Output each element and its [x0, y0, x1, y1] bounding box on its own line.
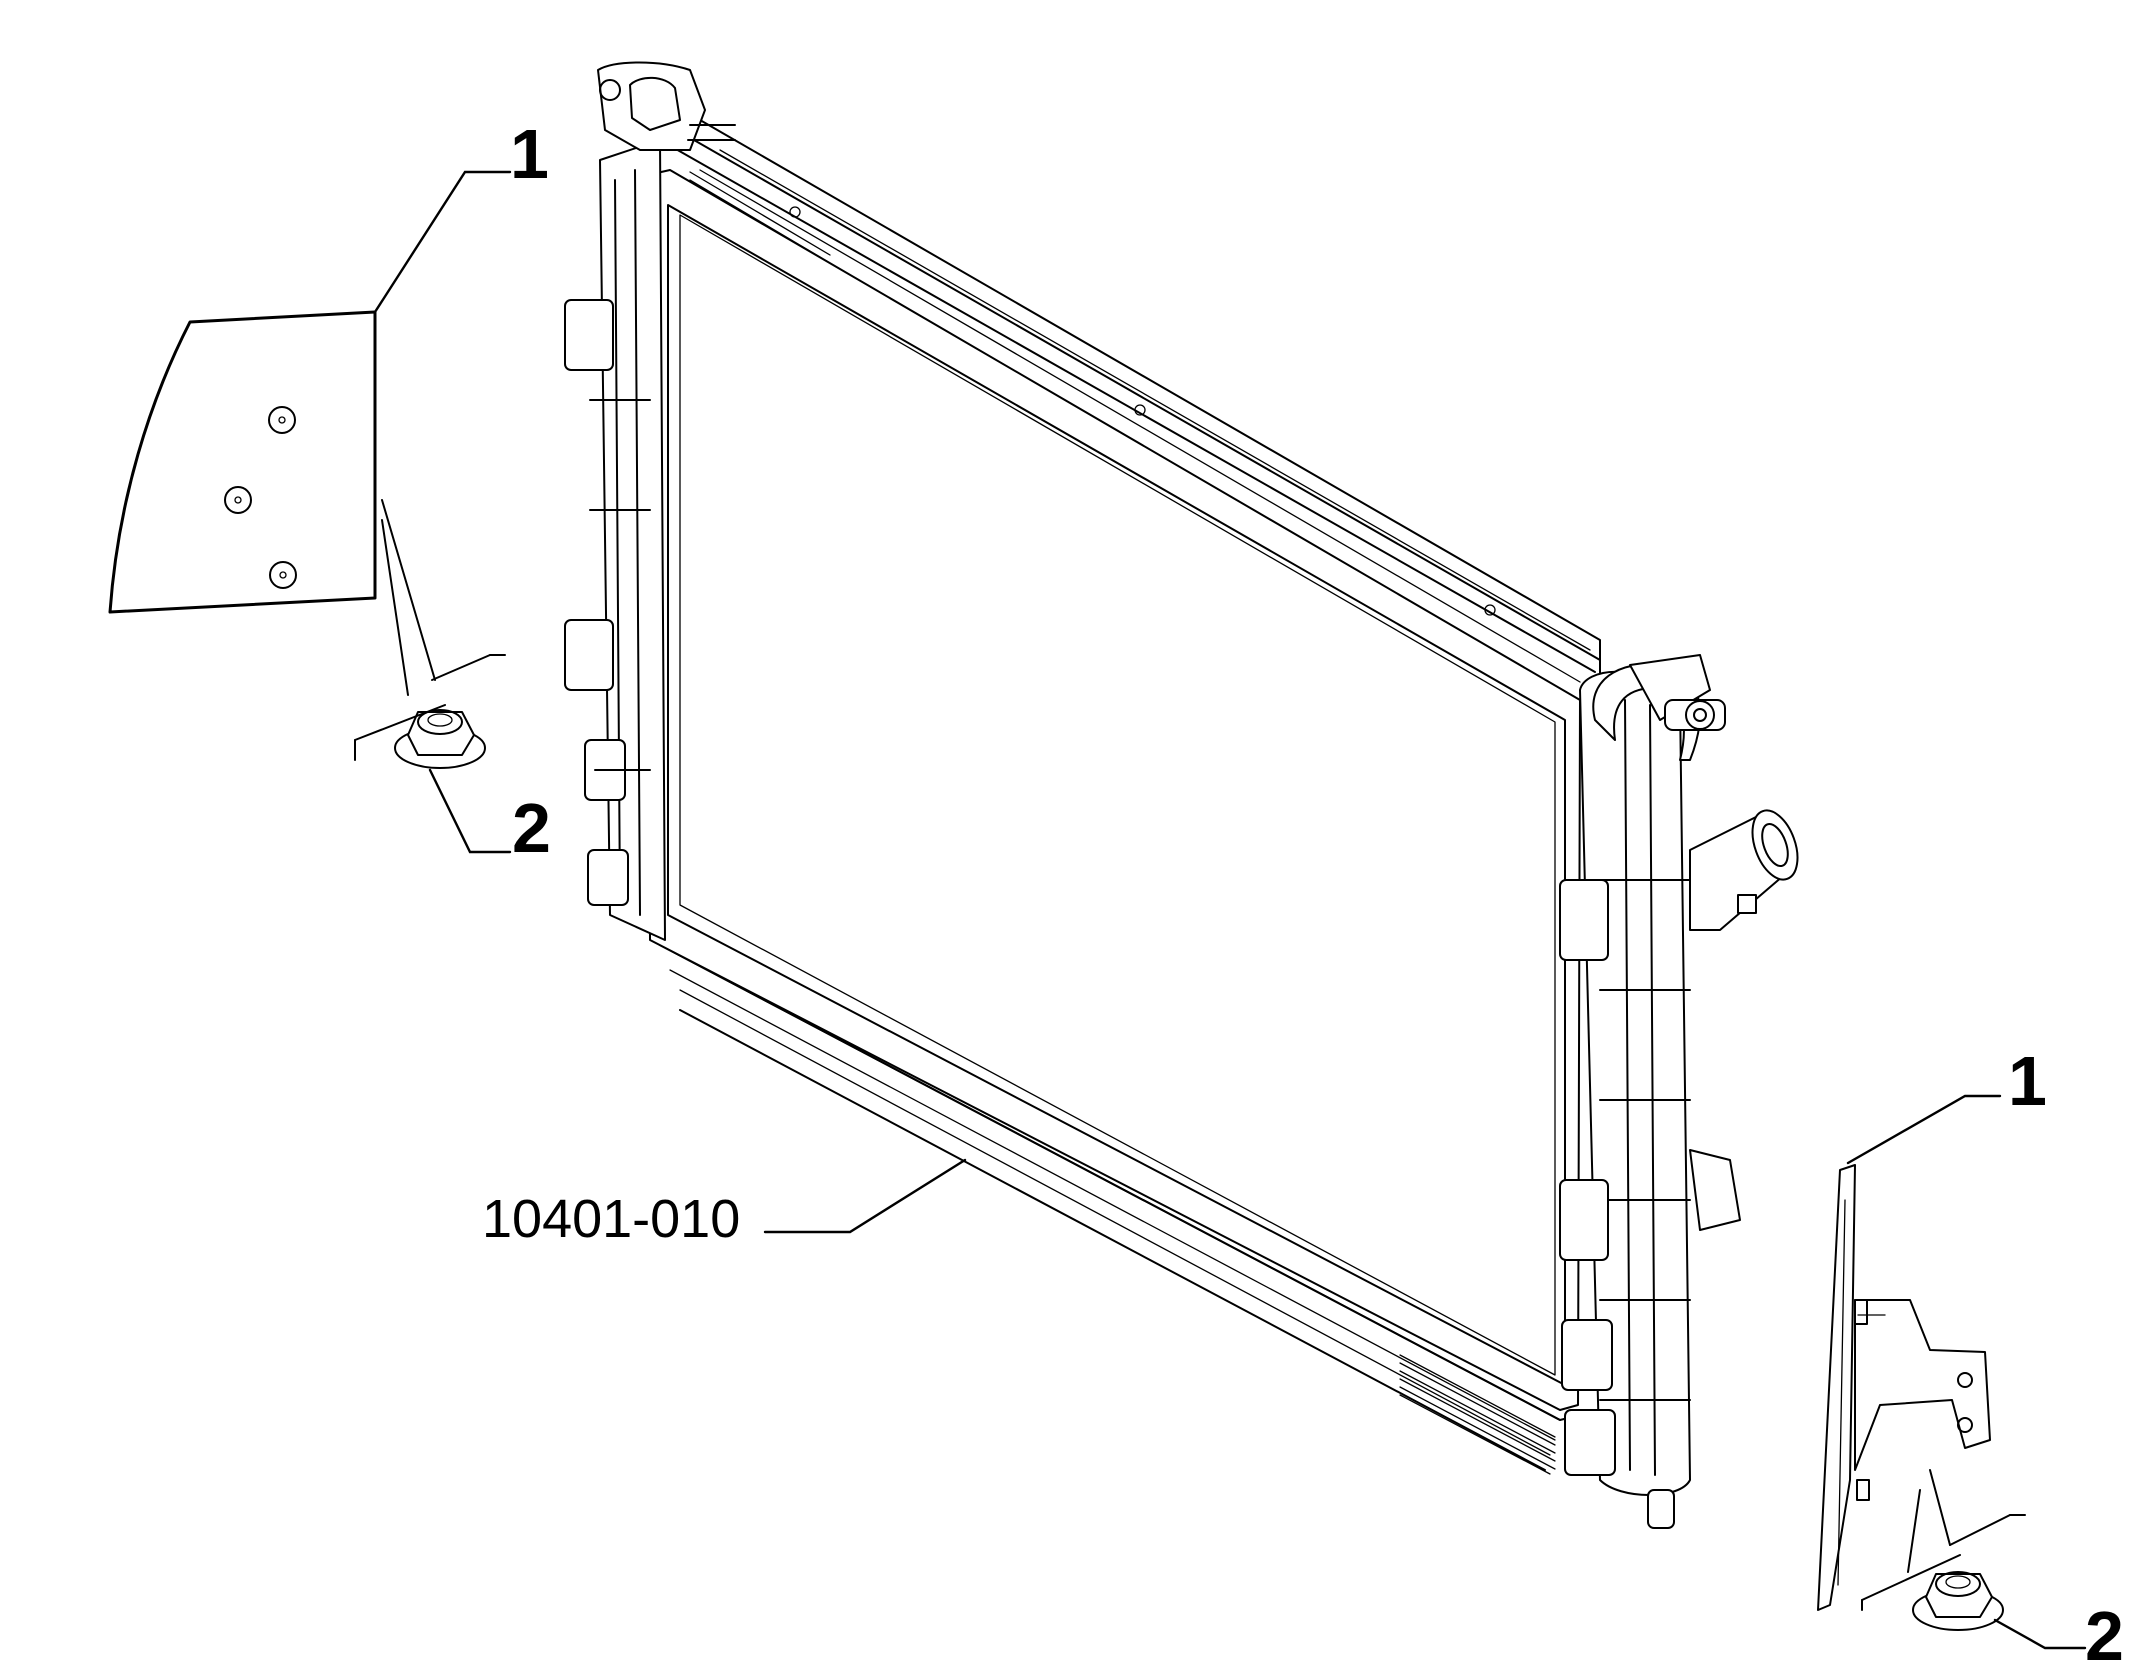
radiator-part-number: 10401-010: [482, 1189, 740, 1249]
right-tank: [1559, 654, 1799, 1529]
leader-line-2-bottom: [1993, 1618, 2087, 1650]
callout-2-bottom: 2: [2085, 1597, 2124, 1675]
leader-line-2-top: [428, 768, 512, 854]
leader-line-1-bottom: [1846, 1094, 2002, 1165]
guide-lines-left: [354, 499, 506, 761]
deflector-bracket-right: [1817, 1164, 1991, 1611]
leader-line-radiator: [763, 1158, 967, 1234]
callout-1-top: 1: [510, 115, 549, 193]
deflector-panel-left: [108, 310, 377, 614]
guide-lines-right: [1861, 1469, 2026, 1611]
mounting-hole: [269, 561, 297, 589]
flange-nut-left: [394, 709, 486, 769]
radiator-assembly: [564, 61, 1799, 1529]
mounting-hole: [224, 486, 252, 514]
callout-2-top: 2: [512, 789, 551, 867]
mounting-hole: [268, 406, 296, 434]
flange-nut-right: [1912, 1571, 2004, 1631]
bottom-fin-texture: [1399, 1354, 1556, 1475]
left-tank: [564, 61, 736, 941]
callout-1-bottom: 1: [2008, 1042, 2047, 1120]
leader-line-1-top: [373, 170, 512, 314]
